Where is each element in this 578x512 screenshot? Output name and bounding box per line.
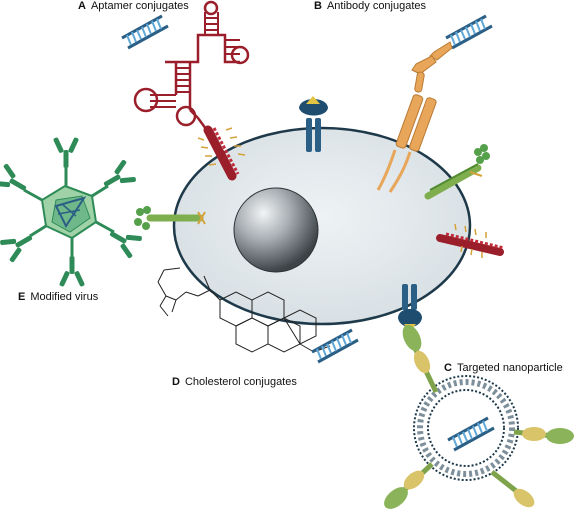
panel-title: Aptamer conjugates (90, 0, 189, 12)
antibody-conjugate-figure (376, 14, 494, 193)
panel-title: Antibody conjugates (326, 0, 427, 12)
aptamer-hairpin-icon (133, 0, 250, 141)
sirna-duplex-icon (310, 328, 360, 364)
panel-letter: B (314, 0, 322, 12)
panel-label-d: D Cholesterol conjugates (172, 376, 297, 388)
panel-label-a: A Aptamer conjugates (78, 0, 189, 12)
panel-letter: E (18, 291, 26, 303)
targeting-ligand-icon (490, 470, 535, 508)
panel-label-e: E Modified virus (18, 291, 98, 303)
targeting-ligand-icon (402, 324, 439, 394)
peptide-ligand-icon (134, 206, 206, 230)
panel-letter: A (78, 0, 86, 12)
peptide-ligand-icon (424, 144, 490, 200)
targeting-ligand-icon (513, 427, 574, 444)
panel-title: Targeted nanoparticle (456, 362, 563, 374)
liposome-icon (413, 375, 519, 481)
panel-label-b: B Antibody conjugates (314, 0, 426, 12)
nucleus (233, 187, 319, 273)
virus-capsid-icon (40, 184, 98, 240)
target-cell (172, 126, 472, 326)
antibody-icon (376, 41, 453, 193)
helix-icon (197, 125, 246, 181)
sirna-duplex-icon (120, 14, 170, 50)
helix-icon (436, 223, 505, 258)
sirna-duplex-icon (444, 14, 494, 50)
cholesterol-structure-icon (157, 267, 331, 353)
panel-letter: C (444, 362, 452, 374)
receptor-icon (299, 96, 328, 152)
panel-title: Modified virus (30, 291, 99, 303)
panel-label-c: C Targeted nanoparticle (444, 362, 563, 374)
panel-title: Cholesterol conjugates (184, 376, 297, 388)
targeting-ligand-icon (384, 462, 434, 509)
virus-spikes (23, 168, 115, 256)
aptamer-conjugate-figure (120, 0, 250, 181)
panel-letter: D (172, 376, 180, 388)
